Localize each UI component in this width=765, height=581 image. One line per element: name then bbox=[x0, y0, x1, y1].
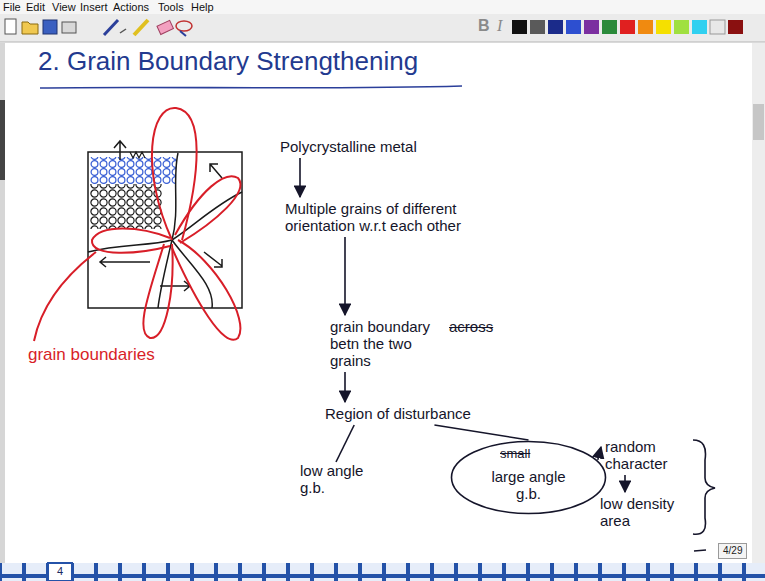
page-number: 4 bbox=[57, 565, 63, 578]
flow-arrow bbox=[344, 372, 346, 402]
slide-title: 2. Grain Boundary Strengthening bbox=[38, 46, 418, 77]
menu-bar bbox=[0, 0, 765, 14]
grain-boundary-loop bbox=[143, 244, 172, 338]
window-frame-part bbox=[0, 100, 5, 180]
grain-boundary-loop bbox=[92, 229, 170, 253]
save-icon bbox=[43, 20, 57, 34]
color-swatches-part bbox=[728, 20, 743, 34]
orientation-arrow bbox=[210, 164, 222, 178]
orientation-arrow bbox=[114, 141, 126, 160]
grain-boundary-loop bbox=[175, 176, 240, 243]
italic-button: I bbox=[497, 17, 502, 35]
menu-and-toolbar bbox=[0, 0, 765, 42]
bold-button: B bbox=[478, 17, 490, 35]
struck-word: small bbox=[500, 446, 530, 461]
window-frame-part bbox=[0, 43, 5, 563]
menu-item: File bbox=[3, 1, 21, 14]
atom-rows-black bbox=[90, 184, 162, 229]
page-thumbnail-bar bbox=[0, 563, 765, 581]
ellipse-outline bbox=[452, 442, 606, 514]
squiggle bbox=[130, 152, 145, 158]
red-annotation: grain boundaries bbox=[28, 345, 155, 365]
flow-note: Region of disturbance bbox=[325, 405, 471, 422]
menu-item: Actions bbox=[113, 1, 149, 14]
color-swatches-part bbox=[656, 20, 671, 34]
lasso-icon bbox=[176, 21, 192, 31]
color-swatches-part bbox=[566, 20, 581, 34]
color-swatches-part bbox=[548, 20, 563, 34]
window-frame bbox=[0, 43, 765, 563]
color-swatches-part bbox=[638, 20, 653, 34]
color-swatches-part bbox=[530, 20, 545, 34]
flow-note: grain boundary betn the two grains bbox=[330, 318, 442, 369]
flow-note: low density area bbox=[600, 495, 692, 529]
note-text: grain boundary betn the two grains bbox=[330, 318, 442, 369]
flow-note: Polycrystalline metal bbox=[280, 138, 417, 155]
flow-arrow bbox=[299, 158, 301, 197]
flow-note: low angle g.b. bbox=[300, 462, 372, 496]
flow-arrow bbox=[598, 447, 601, 460]
grain-boundary-loop bbox=[172, 240, 240, 340]
boundary-line bbox=[172, 153, 178, 240]
window-frame-part bbox=[752, 43, 765, 563]
color-swatches-part bbox=[674, 20, 689, 34]
print-icon bbox=[62, 22, 76, 33]
menu-item: Tools bbox=[158, 1, 184, 14]
color-swatches-part bbox=[584, 20, 599, 34]
color-swatches-part bbox=[602, 20, 617, 34]
color-swatches-part bbox=[620, 20, 635, 34]
current-page-cell bbox=[48, 563, 72, 581]
eraser-icon bbox=[157, 20, 173, 34]
note-text: random character bbox=[605, 438, 687, 472]
menu-item: Help bbox=[191, 1, 214, 14]
note-text: Region of disturbance bbox=[325, 405, 471, 422]
grain-illustration bbox=[34, 108, 242, 341]
flow-note: random character bbox=[605, 438, 687, 472]
toolbar bbox=[0, 14, 765, 42]
color-swatches-part bbox=[512, 20, 527, 34]
note-text: low density area bbox=[600, 495, 692, 529]
open-icon bbox=[22, 22, 38, 34]
window-frame-part bbox=[753, 104, 764, 140]
boundary-line bbox=[172, 192, 242, 240]
flow-arrow bbox=[336, 425, 354, 462]
grain-boundary-loop bbox=[152, 108, 197, 240]
orientation-arrow bbox=[160, 281, 190, 291]
leader-line bbox=[34, 252, 96, 341]
circled-note: large angle g.b. bbox=[450, 440, 607, 515]
flow-arrow bbox=[344, 237, 346, 315]
curly-brace bbox=[693, 440, 715, 534]
struck-word: across bbox=[449, 318, 493, 335]
note-text: large angle g.b. bbox=[479, 468, 579, 502]
pen-icon bbox=[104, 20, 118, 35]
color-swatches-part bbox=[710, 20, 725, 34]
page-strip bbox=[0, 563, 765, 581]
note-text: Multiple grains of different orientation… bbox=[285, 200, 485, 234]
lasso-arrow bbox=[180, 31, 186, 36]
orientation-arrow bbox=[100, 257, 150, 267]
note-text: Polycrystalline metal bbox=[280, 138, 417, 155]
toolbar-border bbox=[0, 42, 765, 43]
dash-mark bbox=[694, 550, 706, 551]
pen-menu bbox=[120, 29, 126, 33]
specimen-square bbox=[88, 152, 242, 308]
note-text: low angle g.b. bbox=[300, 462, 372, 496]
highlighter-icon bbox=[134, 20, 148, 35]
menu-item: View bbox=[52, 1, 76, 14]
new-page-icon bbox=[5, 19, 16, 34]
title-underline bbox=[40, 86, 462, 88]
atom-rows-blue bbox=[90, 157, 176, 184]
page-counter: 4/29 bbox=[718, 543, 747, 559]
flow-note: Multiple grains of different orientation… bbox=[285, 200, 485, 234]
menu-item: Edit bbox=[26, 1, 45, 14]
flow-arrow bbox=[434, 425, 528, 440]
flow-arrow bbox=[624, 475, 626, 492]
color-swatches-part bbox=[692, 20, 707, 34]
color-swatches bbox=[512, 20, 743, 34]
menu-item: Insert bbox=[80, 1, 108, 14]
